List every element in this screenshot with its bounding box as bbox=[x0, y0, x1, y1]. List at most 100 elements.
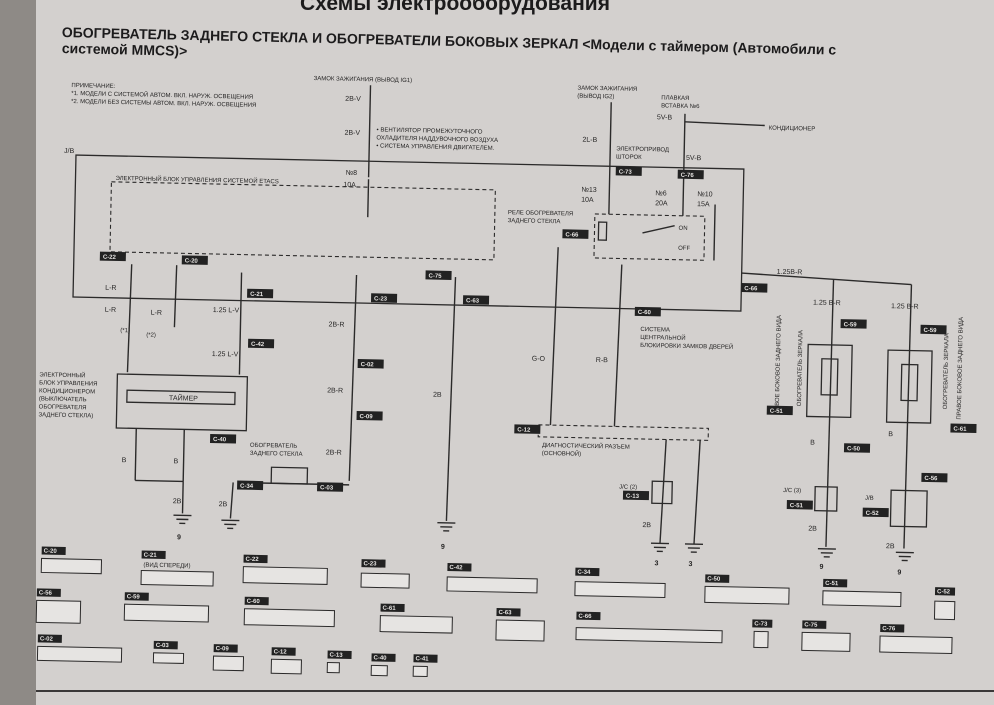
svg-text:(*2): (*2) bbox=[146, 333, 156, 339]
svg-text:C-63: C-63 bbox=[498, 610, 512, 616]
svg-text:C-21: C-21 bbox=[144, 553, 158, 559]
timer-label: ТАЙМЕР bbox=[169, 393, 198, 403]
svg-text:1.25 L-V: 1.25 L-V bbox=[213, 307, 240, 315]
left-mirror-heater-box bbox=[806, 343, 853, 419]
conditioner-label: КОНДИЦИОНЕР bbox=[769, 126, 816, 133]
svg-text:C-76: C-76 bbox=[882, 626, 896, 632]
jc3-box bbox=[814, 485, 838, 512]
svg-text:C-76: C-76 bbox=[681, 173, 695, 179]
svg-text:№6: №6 bbox=[655, 190, 667, 197]
relay-label-1: РЕЛЕ ОБОГРЕВАТЕЛЯ bbox=[508, 210, 573, 217]
svg-text:C-03: C-03 bbox=[320, 485, 334, 491]
svg-text:C-56: C-56 bbox=[924, 476, 938, 482]
diag-label-2: (ОСНОВНОЙ) bbox=[542, 449, 581, 458]
svg-text:C-22: C-22 bbox=[245, 557, 259, 563]
svg-text:C-12: C-12 bbox=[274, 649, 288, 655]
svg-text:C-50: C-50 bbox=[707, 576, 721, 582]
svg-text:R-B: R-B bbox=[596, 357, 609, 364]
relay-label-2: ЗАДНЕГО СТЕКЛА bbox=[508, 218, 561, 225]
note-2: *2. МОДЕЛИ БЕЗ СИСТЕМЫ АВТОМ. ВКЛ. НАРУЖ… bbox=[71, 99, 256, 109]
svg-text:L-R: L-R bbox=[105, 285, 116, 292]
page-bottom-rule bbox=[36, 690, 994, 692]
jb-lower-box bbox=[889, 489, 928, 528]
fusible-link-sub: ВСТАВКА №6 bbox=[661, 102, 700, 110]
svg-text:C-34: C-34 bbox=[240, 484, 254, 490]
jc2-box bbox=[651, 480, 673, 505]
svg-text:2B-R: 2B-R bbox=[328, 321, 344, 328]
svg-text:20A: 20A bbox=[655, 200, 668, 207]
relay-on-label: ON bbox=[679, 226, 688, 232]
fuse-8-label: №8 bbox=[346, 170, 358, 177]
svg-text:9: 9 bbox=[897, 569, 901, 576]
svg-text:L-R: L-R bbox=[105, 307, 116, 314]
rear-window-heater bbox=[270, 466, 309, 485]
svg-text:C-20: C-20 bbox=[44, 548, 58, 554]
svg-text:C-22: C-22 bbox=[103, 255, 117, 261]
diagnostic-connector-box bbox=[537, 424, 709, 441]
svg-text:C-60: C-60 bbox=[247, 599, 261, 605]
svg-text:9: 9 bbox=[819, 564, 823, 571]
svg-text:C-61: C-61 bbox=[382, 606, 396, 612]
svg-text:C-09: C-09 bbox=[360, 414, 374, 420]
svg-text:2L-B: 2L-B bbox=[582, 137, 597, 144]
svg-text:2B-R: 2B-R bbox=[327, 387, 343, 394]
svg-text:C-02: C-02 bbox=[361, 362, 375, 368]
junction-block-box bbox=[72, 154, 745, 312]
diag-label-1: ДИАГНОСТИЧЕСКИЙ РАЗЪЕМ bbox=[542, 441, 630, 451]
svg-text:№10: №10 bbox=[697, 191, 713, 198]
svg-text:9: 9 bbox=[441, 544, 445, 551]
svg-text:C-73: C-73 bbox=[754, 621, 768, 627]
svg-text:C-41: C-41 bbox=[415, 656, 429, 662]
svg-text:ОБОГРЕВАТЕЛЬ ЗЕРКАЛА: ОБОГРЕВАТЕЛЬ ЗЕРКАЛА bbox=[797, 330, 805, 406]
svg-text:J/C (2): J/C (2) bbox=[619, 485, 637, 491]
svg-text:C-52: C-52 bbox=[866, 511, 880, 517]
svg-text:C-66: C-66 bbox=[565, 232, 579, 238]
svg-text:C-42: C-42 bbox=[449, 565, 463, 571]
note-1: *1. МОДЕЛИ С СИСТЕМОЙ АВТОМ. ВКЛ. НАРУЖ.… bbox=[71, 89, 253, 101]
right-mirror-heater-box bbox=[885, 349, 933, 424]
relay-off-label: OFF bbox=[678, 246, 690, 252]
svg-text:C-03: C-03 bbox=[156, 643, 170, 649]
central-lock-label-1: СИСТЕМА bbox=[640, 327, 670, 334]
timer-box bbox=[126, 389, 236, 406]
ignition-ig1-label: ЗАМОК ЗАЖИГАНИЯ (ВЫВОД IG1) bbox=[314, 76, 413, 84]
svg-text:1.25 B-R: 1.25 B-R bbox=[891, 303, 919, 311]
etacs-box bbox=[109, 181, 496, 261]
ac-control-unit-box bbox=[115, 373, 249, 432]
svg-text:C-02: C-02 bbox=[40, 636, 54, 642]
fan-note-1: • ВЕНТИЛЯТОР ПРОМЕЖУТОЧНОГО bbox=[377, 127, 483, 135]
jb-label: J/B bbox=[64, 148, 75, 155]
svg-text:C-59: C-59 bbox=[127, 594, 141, 600]
wire-ig1 bbox=[367, 85, 372, 178]
fusible-link-label: ПЛАВКАЯ bbox=[661, 95, 689, 102]
svg-text:ОБОГРЕВАТЕЛЬ ЗЕРКАЛА: ОБОГРЕВАТЕЛЬ ЗЕРКАЛА bbox=[943, 333, 951, 409]
svg-text:J/C (3): J/C (3) bbox=[783, 488, 801, 494]
connector-tags: C-22 C-20 C-21 C-23 C-75 C-63 C-66 C-60 … bbox=[99, 166, 977, 518]
svg-text:C-23: C-23 bbox=[374, 296, 388, 302]
fan-note-2: ОХЛАДИТЕЛЯ НАДДУВОЧНОГО ВОЗДУХА bbox=[376, 135, 498, 144]
svg-text:1.25 L-V: 1.25 L-V bbox=[212, 351, 239, 359]
fuse-8-amp: 10A bbox=[343, 182, 356, 189]
svg-text:3: 3 bbox=[654, 560, 658, 567]
svg-text:J/B: J/B bbox=[865, 496, 874, 502]
svg-text:C-20: C-20 bbox=[185, 258, 199, 264]
svg-text:C-23: C-23 bbox=[363, 561, 377, 567]
svg-text:(ВИД СПЕРЕДИ): (ВИД СПЕРЕДИ) bbox=[143, 563, 190, 570]
svg-text:C-63: C-63 bbox=[466, 298, 480, 304]
fan-note-3: • СИСТЕМА УПРАВЛЕНИЯ ДВИГАТЕЛЕМ. bbox=[376, 143, 495, 151]
svg-text:B: B bbox=[810, 440, 815, 447]
svg-text:C-42: C-42 bbox=[251, 342, 265, 348]
svg-text:№13: №13 bbox=[581, 187, 597, 194]
svg-text:B: B bbox=[888, 431, 893, 438]
svg-text:5V-B: 5V-B bbox=[657, 114, 673, 121]
svg-text:C-51: C-51 bbox=[770, 409, 784, 415]
svg-text:1.25B-R: 1.25B-R bbox=[777, 269, 803, 277]
svg-text:C-13: C-13 bbox=[626, 494, 640, 500]
svg-text:C-51: C-51 bbox=[790, 503, 804, 509]
rear-heater-label-2: ЗАДНЕГО СТЕКЛА bbox=[250, 451, 303, 458]
svg-text:C-40: C-40 bbox=[373, 655, 387, 661]
svg-text:2B: 2B bbox=[219, 501, 228, 508]
svg-text:3: 3 bbox=[688, 561, 692, 568]
rear-heater-relay-box bbox=[593, 213, 706, 261]
